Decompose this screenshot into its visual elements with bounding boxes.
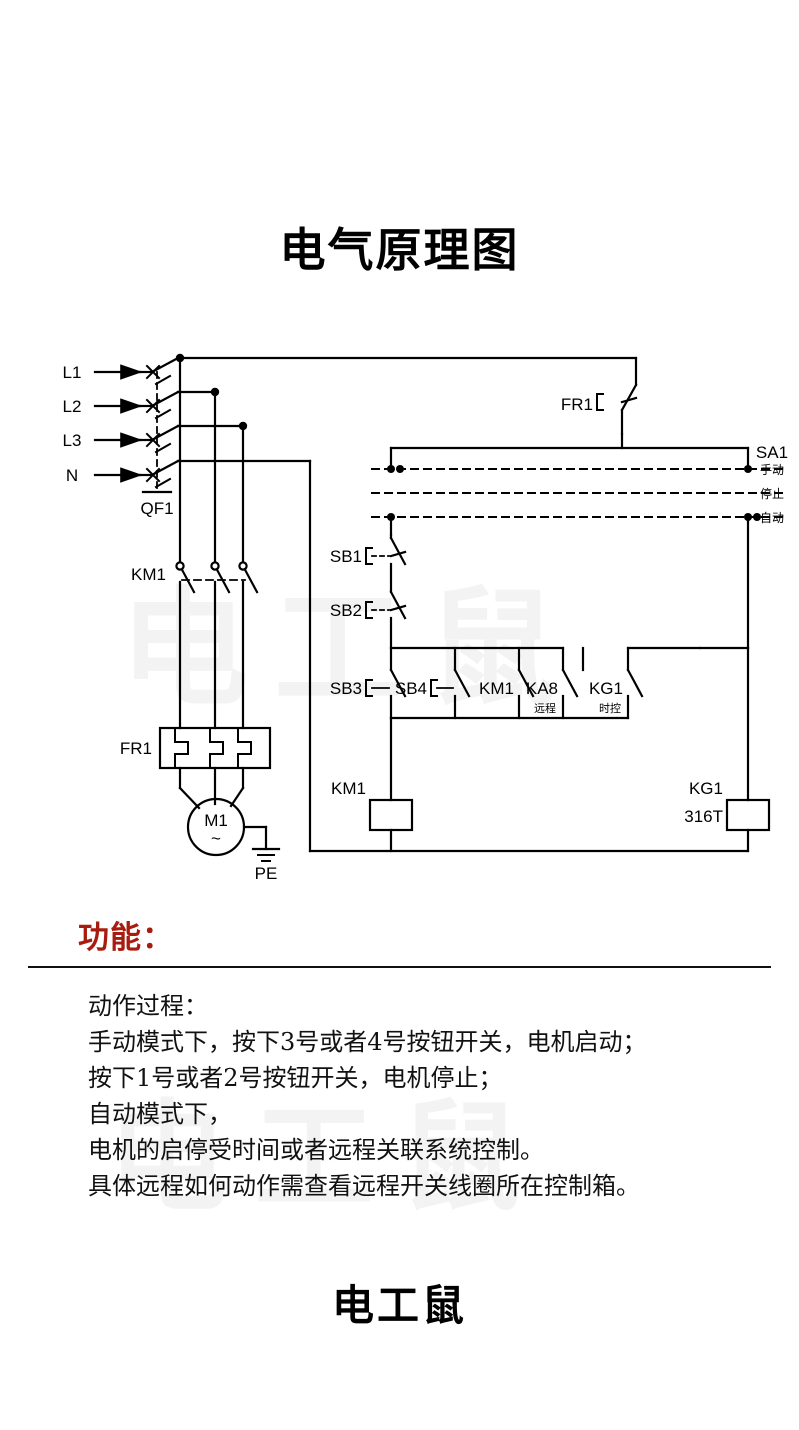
earth-pe <box>242 825 281 862</box>
label-kg1-contact-note: 时控 <box>599 701 621 715</box>
overload-fr1-control[interactable] <box>596 383 638 436</box>
label-ka8: KA8 <box>526 679 558 698</box>
function-line: 手动模式下，按下3号或者4号按钮开关，电机启动； <box>88 1028 647 1056</box>
function-line: 自动模式下， <box>88 1100 232 1128</box>
function-heading: 功能： <box>78 920 174 956</box>
button-sb3[interactable] <box>365 668 407 720</box>
page-title: 电气原理图 <box>279 223 520 277</box>
label-motor-type: ~ <box>211 829 221 848</box>
label-sb1: SB1 <box>330 547 362 566</box>
label-ka8-note: 远程 <box>534 702 556 715</box>
label-kg1-coil: KG1 <box>689 779 723 798</box>
label-kg1-model: 316T <box>684 807 723 826</box>
function-body: 动作过程： 手动模式下，按下3号或者4号按钮开关，电机启动； 按下1号或者2号按… <box>88 988 778 1204</box>
label-sb2: SB2 <box>330 601 362 620</box>
label-fr1-control: FR1 <box>561 395 593 414</box>
button-sb2[interactable] <box>365 590 407 650</box>
function-line: 动作过程： <box>88 992 208 1020</box>
section-divider <box>28 966 771 968</box>
function-line: 按下1号或者2号按钮开关，电机停止； <box>88 1064 503 1092</box>
label-qf1: QF1 <box>140 499 173 518</box>
contact-kg1-time[interactable] <box>626 668 644 720</box>
contact-km1-main[interactable] <box>175 561 259 730</box>
contact-ka8-remote[interactable] <box>561 668 579 720</box>
label-km1-coil: KM1 <box>331 779 366 798</box>
label-l2: L2 <box>63 397 82 416</box>
breaker-qf1[interactable] <box>141 356 180 494</box>
label-m1: M1 <box>204 811 228 830</box>
button-sb4[interactable] <box>430 668 471 720</box>
label-km1-main: KM1 <box>131 565 166 584</box>
label-sa1-pos-stop: 停止 <box>760 486 784 501</box>
contact-km1-aux[interactable] <box>517 668 535 720</box>
footer-brand: 电工鼠 <box>331 1281 467 1330</box>
label-l1: L1 <box>63 363 82 382</box>
function-line: 电机的启停受时间或者远程关联系统控制。 <box>88 1136 544 1164</box>
label-sa1: SA1 <box>756 443 788 462</box>
coil-km1 <box>368 798 414 832</box>
coil-kg1 <box>725 798 771 832</box>
label-sb4: SB4 <box>395 679 427 698</box>
label-sb3: SB3 <box>330 679 362 698</box>
junction-dots <box>175 353 248 431</box>
label-l3: L3 <box>63 431 82 450</box>
label-sa1-pos-manual: 手动 <box>760 463 784 477</box>
button-sb1[interactable] <box>365 533 407 594</box>
label-pe: PE <box>255 864 278 883</box>
motor-leads <box>178 766 245 810</box>
label-fr1-power: FR1 <box>120 739 152 758</box>
label-kg1-contact: KG1 <box>589 679 623 698</box>
label-sa1-pos-auto: 自动 <box>760 511 784 525</box>
selector-sa1[interactable] <box>371 465 786 521</box>
schematic-diagram: L1 L2 L3 N QF1 KM1 FR1 M1 ~ PE FR1 SA1 手… <box>0 330 799 900</box>
function-line: 具体远程如何动作需查看远程开关线圈所在控制箱。 <box>88 1172 640 1200</box>
overload-fr1-power <box>158 726 272 770</box>
label-km1-aux: KM1 <box>479 679 514 698</box>
label-n: N <box>66 466 78 485</box>
